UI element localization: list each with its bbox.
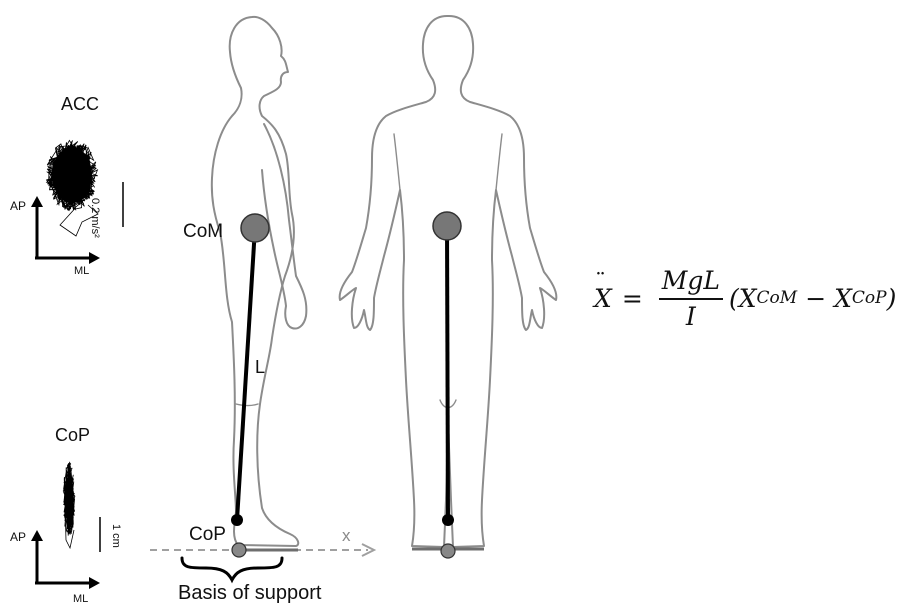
acc-ml-arrowhead xyxy=(89,252,100,264)
equation-close-paren: ) xyxy=(887,284,897,313)
front-com-marker xyxy=(433,212,461,240)
side-body-outline xyxy=(212,17,298,546)
base-of-support-brace xyxy=(182,558,282,580)
side-ankle-pivot xyxy=(231,514,243,526)
com-label: CoM xyxy=(183,222,223,241)
front-inner-arm-right xyxy=(496,134,502,190)
cop-scale-label: 1 cm xyxy=(110,524,121,548)
side-pendulum-rod xyxy=(237,228,255,520)
equation-com-subscript: CoM xyxy=(757,288,798,308)
equation-denominator: I xyxy=(686,300,696,331)
front-pendulum xyxy=(412,212,484,558)
acc-panel xyxy=(31,140,123,264)
equation-minus-term: − X xyxy=(805,284,852,313)
acc-trace-core xyxy=(52,147,92,203)
cop-panel-title: CoP xyxy=(55,426,90,444)
equation-numerator: MgL xyxy=(659,266,723,300)
equation-fraction: MgL I xyxy=(659,266,723,331)
side-view-body xyxy=(212,17,307,546)
front-ankle-pivot xyxy=(442,514,454,526)
front-inner-arm-left xyxy=(394,134,400,190)
length-label: L xyxy=(255,358,265,376)
cop-panel xyxy=(31,463,100,590)
side-cop-marker xyxy=(232,543,246,557)
equation-cop-subscript: CoP xyxy=(852,288,887,308)
cop-ml-arrowhead xyxy=(89,577,100,589)
base-of-support-label: Basis of support xyxy=(178,583,321,603)
cop-ap-label: AP xyxy=(10,531,26,543)
acc-ap-arrowhead xyxy=(31,196,43,207)
acc-panel-title: ACC xyxy=(61,95,99,113)
cop-label: CoP xyxy=(189,525,226,544)
front-pendulum-rod xyxy=(447,226,448,520)
x-axis-label: x xyxy=(342,527,351,544)
sway-trace-path xyxy=(63,463,75,549)
acc-ml-label: ML xyxy=(74,266,89,277)
cop-trace xyxy=(63,463,75,549)
front-cop-marker xyxy=(441,544,455,558)
side-knee-line xyxy=(236,404,258,406)
acc-scale-label: 0.2 m/s² xyxy=(89,198,100,238)
equation-open-term: (X xyxy=(729,284,757,313)
acc-ap-label: AP xyxy=(10,200,26,212)
cop-ap-arrowhead xyxy=(31,530,43,541)
equation-equals: = xyxy=(622,284,643,313)
equation-lhs: X xyxy=(594,284,612,313)
cop-ml-label: ML xyxy=(73,594,88,605)
side-com-marker xyxy=(241,214,269,242)
